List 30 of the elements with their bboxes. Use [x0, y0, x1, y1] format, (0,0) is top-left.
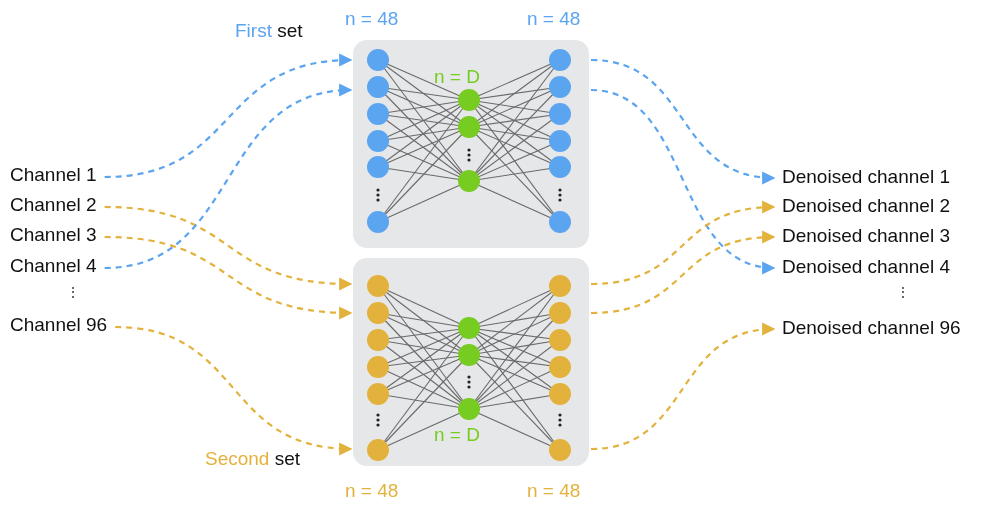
dashed-arrow	[104, 54, 353, 179]
channel-label: Denoised channel 4	[782, 256, 950, 278]
channel-label: Denoised channel 2	[782, 195, 950, 217]
dashed-arrow	[590, 201, 776, 286]
channel-label: Channel 4	[10, 255, 97, 277]
dashed-arrow	[590, 88, 776, 273]
layer-size-label: n = 48	[527, 8, 581, 30]
dashed-arrow	[590, 58, 776, 184]
channel-label: Denoised channel 96	[782, 317, 961, 339]
dashed-arrow	[590, 231, 776, 315]
dashed-arrow	[104, 205, 353, 290]
layer-size-label: n = 48	[345, 8, 399, 30]
channel-label: Denoised channel 1	[782, 166, 950, 188]
dashed-arrow	[104, 235, 353, 319]
channel-label: Denoised channel 3	[782, 225, 950, 247]
set-heading: First set	[235, 20, 303, 42]
dashed-arrow	[104, 84, 353, 270]
dashed-arrow	[590, 323, 776, 451]
channel-label: Channel 3	[10, 224, 97, 246]
ellipsis-mark: ⋮	[896, 285, 910, 299]
set-heading: Second set	[205, 448, 301, 470]
channel-label: Channel 96	[10, 314, 108, 336]
channel-label: Channel 2	[10, 194, 97, 216]
layer-size-label: n = 48	[527, 480, 581, 502]
layer-size-label: n = D	[434, 424, 480, 446]
layer-size-label: n = 48	[345, 480, 399, 502]
channel-label: Channel 1	[10, 164, 97, 186]
dashed-arrow	[115, 325, 353, 455]
layer-size-label: n = D	[434, 66, 480, 88]
ellipsis-mark: ⋮	[66, 285, 80, 299]
